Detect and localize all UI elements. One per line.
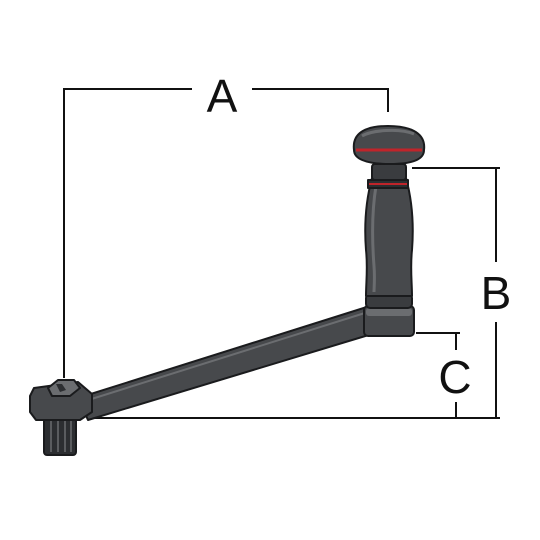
dimension-label-b: B [481, 267, 512, 319]
grip-body [364, 177, 414, 297]
grip-knob [352, 125, 426, 165]
dimension-label-a: A [207, 70, 238, 122]
socket-head [29, 379, 93, 421]
winch-handle [29, 125, 426, 456]
grip-neck [371, 163, 407, 181]
dimension-lines [63, 88, 500, 419]
handle-arm [77, 305, 373, 421]
dimension-label-c: C [438, 351, 471, 403]
grip-hub [363, 305, 415, 337]
